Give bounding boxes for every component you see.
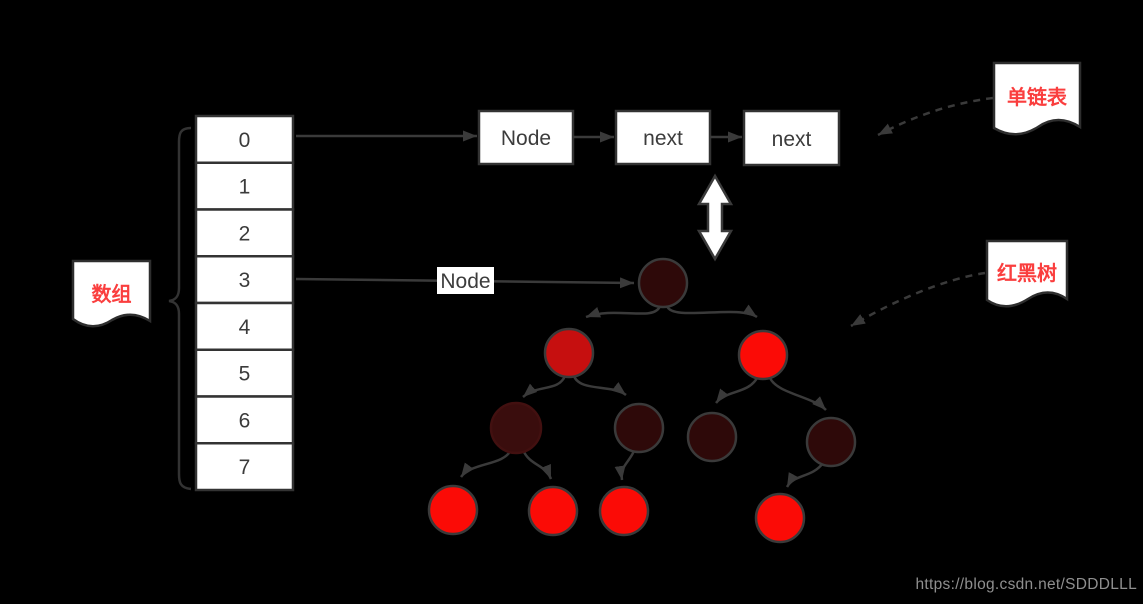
- red-black-tree-structure: [427, 257, 857, 544]
- array-cell: 2: [194, 208, 295, 258]
- tree-node-root-black: [637, 257, 689, 309]
- array-callout-shape: [71, 259, 152, 328]
- tree-edge-r-rr: [768, 377, 827, 411]
- tree-callout-arrow: [850, 271, 986, 328]
- array-cell: 7: [194, 442, 295, 492]
- tree-node-red: [754, 492, 806, 544]
- array-cell: 6: [194, 395, 295, 445]
- array-structure: 0 1 2 3 4 5 6: [168, 114, 295, 492]
- linked-list-structure: Node next next: [296, 109, 841, 167]
- tree-callout-shape: [985, 239, 1069, 308]
- array-brace: [168, 126, 192, 491]
- linked-list-callout: 单链表: [877, 61, 1082, 137]
- array-index-label: 5: [239, 363, 251, 386]
- watermark: https://blog.csdn.net/SDDDLLL: [915, 576, 1137, 593]
- array-callout: 数组: [71, 259, 152, 328]
- tree-edge-root-left: [585, 305, 662, 319]
- linked-list-node: Node: [477, 109, 575, 166]
- linked-list-callout-label: 单链表: [1007, 85, 1068, 109]
- tree-entry-label: Node: [440, 270, 490, 293]
- tree-node-red: [543, 327, 595, 379]
- array-index-label: 1: [239, 176, 251, 199]
- tree-node-red: [737, 329, 789, 381]
- linked-list-node-label: next: [643, 127, 683, 150]
- tree-node-black: [489, 401, 543, 455]
- array-index-label: 2: [239, 223, 251, 246]
- tree-edge-ll-leaf2: [521, 449, 553, 480]
- tree-edge-rr-leaf4: [785, 462, 825, 488]
- array-callout-label: 数组: [92, 282, 132, 306]
- array-cell: 0: [194, 114, 295, 164]
- linked-list-node: next: [614, 109, 712, 166]
- linked-list-callout-shape: [992, 61, 1082, 136]
- array-cell: 3: [194, 255, 295, 305]
- array-cell: 1: [194, 161, 295, 211]
- list-tree-equivalence-arrow: [696, 173, 734, 262]
- array-index-label: 4: [239, 316, 251, 339]
- tree-edge-l-ll: [522, 375, 567, 398]
- array-index-label: 3: [239, 269, 251, 292]
- tree-edge-l-lr: [572, 375, 627, 397]
- tree-node-red: [527, 485, 579, 537]
- tree-edge-lr-leaf3: [614, 450, 636, 481]
- tree-edge-root-right: [665, 304, 758, 319]
- tree-node-black: [613, 402, 665, 454]
- tree-edge-ll-leaf1: [459, 449, 513, 478]
- array-index-label: 7: [239, 456, 251, 479]
- tree-entry: Node: [295, 267, 635, 294]
- tree-entry-label-bg: [437, 267, 494, 294]
- linked-list-callout-arrow: [877, 96, 994, 137]
- tree-callout: 红黑树: [850, 239, 1069, 328]
- array-index-label: 6: [239, 410, 251, 433]
- tree-edge-r-rl: [715, 377, 759, 404]
- array-cell: 4: [194, 301, 295, 351]
- tree-callout-label: 红黑树: [997, 261, 1057, 285]
- linked-list-node-label: Node: [501, 127, 551, 150]
- tree-node-red: [598, 485, 650, 537]
- linked-list-node-label: next: [772, 128, 812, 151]
- tree-node-black: [805, 416, 857, 468]
- linked-list-node: next: [742, 109, 841, 167]
- tree-node-red: [427, 484, 479, 536]
- array-cell: 5: [194, 348, 295, 398]
- tree-node-black: [686, 411, 738, 463]
- array-index-label: 0: [239, 129, 251, 152]
